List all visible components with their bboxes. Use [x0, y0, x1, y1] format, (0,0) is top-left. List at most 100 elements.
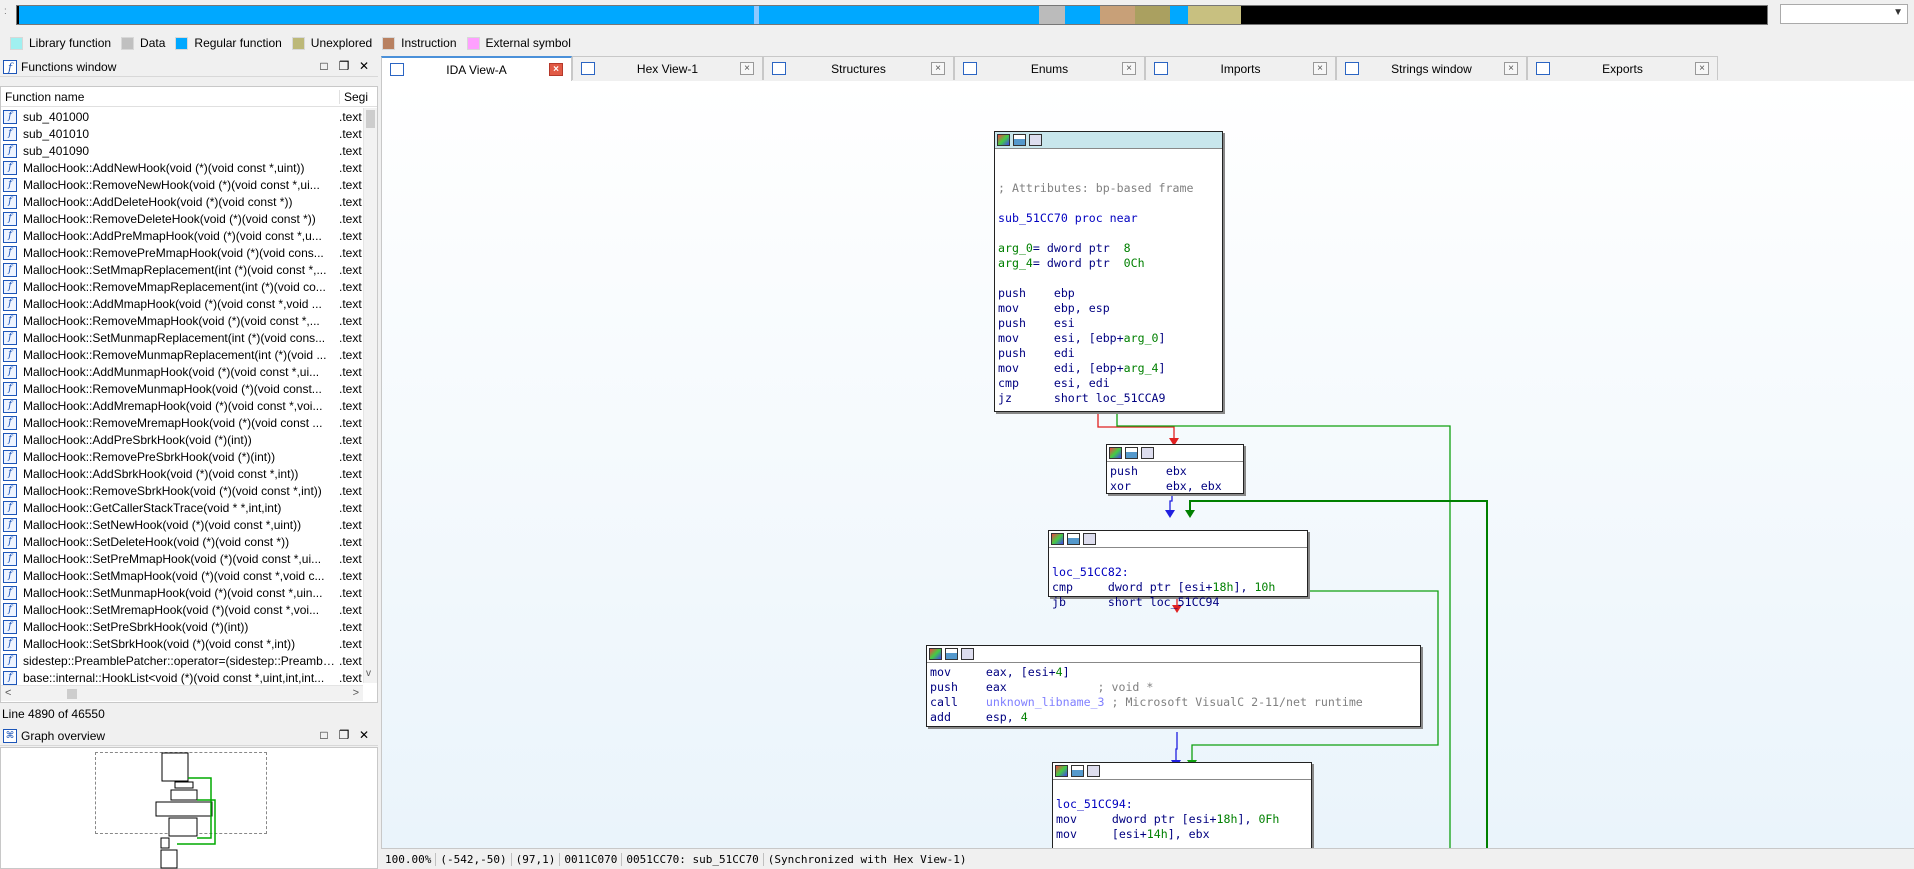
vertical-scrollbar[interactable]: v — [363, 108, 377, 683]
maximize-icon[interactable]: □ — [320, 728, 328, 742]
close-icon[interactable]: ✕ — [358, 59, 370, 73]
horizontal-scrollbar[interactable]: < > — [1, 685, 363, 701]
group-icon[interactable] — [1141, 447, 1154, 459]
tab-imports[interactable]: Imports× — [1145, 56, 1336, 80]
close-tab-icon[interactable]: × — [1695, 62, 1709, 75]
code-block-4[interactable]: mov eax, [esi+4] push eax ; void * call … — [926, 645, 1421, 727]
operand-arg[interactable]: arg_4 — [1123, 361, 1159, 375]
instruction[interactable]: mov [esi+14h], ebx — [1056, 827, 1309, 842]
nav-segment[interactable] — [759, 6, 1039, 24]
column-header-segment[interactable]: Segi — [339, 90, 368, 104]
scroll-thumb[interactable] — [67, 689, 77, 699]
nav-segment[interactable] — [1188, 6, 1241, 24]
operand-arg[interactable]: arg_0 — [1123, 331, 1159, 345]
color-icon[interactable] — [1051, 533, 1064, 545]
close-tab-icon[interactable]: × — [549, 63, 563, 76]
group-icon[interactable] — [1083, 533, 1096, 545]
scroll-thumb[interactable] — [366, 110, 375, 128]
instruction[interactable]: xor ebx, ebx — [1110, 479, 1222, 493]
tab-strings-window[interactable]: Strings window× — [1336, 56, 1527, 80]
group-icon[interactable] — [1029, 134, 1042, 146]
nav-segment[interactable] — [1065, 6, 1100, 24]
nav-segment[interactable] — [19, 6, 754, 24]
graph-mode-icon[interactable] — [1125, 447, 1138, 459]
instruction[interactable]: mov esi, [ebp+arg_0] — [998, 331, 1220, 346]
graph-overview[interactable] — [0, 747, 378, 869]
close-tab-icon[interactable]: × — [1122, 62, 1136, 75]
maximize-icon[interactable]: □ — [320, 59, 328, 73]
color-icon[interactable] — [1055, 765, 1068, 777]
instruction[interactable]: jb short loc_51CC94 — [1052, 595, 1220, 609]
scroll-right-icon[interactable]: > — [352, 687, 359, 699]
instruction[interactable]: push eax ; void * — [930, 680, 1418, 695]
nav-segment[interactable] — [754, 6, 759, 24]
instruction[interactable]: mov eax, [esi+4] — [930, 665, 1418, 680]
float-icon[interactable]: ❐ — [338, 59, 350, 73]
arg-name[interactable]: arg_4 — [998, 256, 1033, 270]
toolbar-grip-icon[interactable]: : — [4, 6, 7, 17]
instruction[interactable]: push ebx — [1110, 464, 1187, 478]
arg-name[interactable]: arg_0 — [998, 241, 1033, 255]
close-tab-icon[interactable]: × — [1504, 62, 1518, 75]
instruction[interactable]: mov ebp, esp — [998, 301, 1110, 315]
instruction[interactable]: push esi — [998, 316, 1075, 330]
graph-mode-icon[interactable] — [1067, 533, 1080, 545]
instruction[interactable]: add esp, 4 — [930, 710, 1418, 725]
group-icon[interactable] — [961, 648, 974, 660]
color-icon[interactable] — [1109, 447, 1122, 459]
instruction[interactable]: mov edi, [ebp+arg_4] — [998, 361, 1220, 376]
nav-segment[interactable] — [1135, 6, 1170, 24]
close-tab-icon[interactable]: × — [740, 62, 754, 75]
instruction[interactable]: call unknown_libname_3 ; Microsoft Visua… — [930, 695, 1418, 710]
tab-hex-view-1[interactable]: Hex View-1× — [572, 56, 763, 80]
scroll-left-icon[interactable]: < — [5, 687, 12, 699]
close-tab-icon[interactable]: × — [931, 62, 945, 75]
color-icon[interactable] — [929, 648, 942, 660]
navigation-strip[interactable] — [16, 5, 1768, 25]
nav-segment[interactable] — [1170, 6, 1188, 24]
instruction[interactable]: cmp dword ptr [esi+18h], 10h — [1052, 580, 1305, 595]
instruction[interactable]: jz short loc_51CCA9 — [998, 391, 1166, 405]
float-icon[interactable]: ❐ — [338, 728, 350, 742]
graph-mode-icon[interactable] — [1071, 765, 1084, 777]
location-label[interactable]: loc_51CC94: — [1056, 797, 1133, 811]
proc-label[interactable]: sub_51CC70 proc near — [998, 211, 1138, 225]
tab-ida-view-a[interactable]: IDA View-A× — [381, 56, 572, 81]
group-icon[interactable] — [1087, 765, 1100, 777]
nav-segment[interactable] — [1100, 6, 1135, 24]
close-icon[interactable]: ✕ — [358, 728, 370, 742]
nav-segment[interactable] — [1039, 6, 1065, 24]
code-block-loc_51CC94[interactable]: loc_51CC94: mov dword ptr [esi+18h], 0Fh… — [1052, 762, 1312, 848]
instruction[interactable]: cmp esi, edi — [998, 376, 1110, 390]
graph-mode-icon[interactable] — [945, 648, 958, 660]
